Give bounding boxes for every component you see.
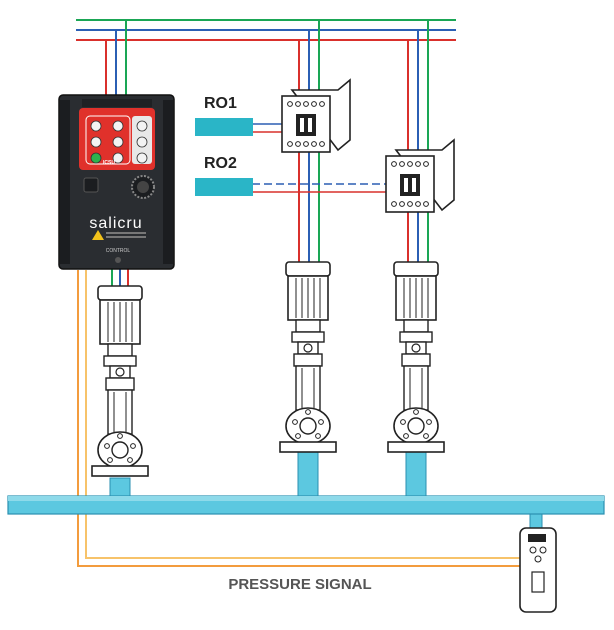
ro1-label: RO1 [204,95,237,112]
manifold-pipe [7,451,605,533]
pump-3 [387,261,445,453]
drive-feed-wires [105,20,127,96]
drive-brand: salicru [89,215,142,232]
ro2-block [195,178,253,196]
pressure-sensor [519,527,557,613]
contactor-2 [385,139,455,213]
pump-3-wires [407,20,429,262]
frequency-drive: ICSU salicru CONTROL [58,94,175,270]
power-bus [76,19,456,41]
drive-tag: ICSU [103,160,115,166]
pump-1 [91,285,149,477]
ro1-block [195,118,253,136]
drive-model: CONTROL [106,248,131,254]
pump-2 [279,261,337,453]
contactor-1 [281,79,351,153]
ro2-label: RO2 [204,155,237,172]
pump-1-wires [111,268,129,286]
pressure-signal-label: PRESSURE SIGNAL [228,576,371,593]
pressure-signal-wires [77,270,520,567]
